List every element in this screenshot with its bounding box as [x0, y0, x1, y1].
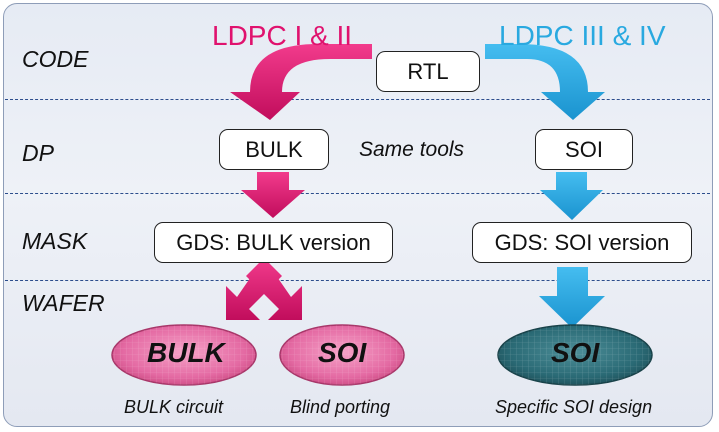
row-label-wafer: WAFER — [22, 290, 105, 316]
divider-mask-wafer — [5, 280, 710, 281]
caption-blind-porting: Blind porting — [290, 397, 391, 417]
soi-box: SOI — [535, 129, 633, 170]
header-ldpc-1-2: LDPC I & II — [212, 20, 353, 51]
down-arrow-right-dp — [540, 172, 603, 220]
gds-soi-box: GDS: SOI version — [472, 222, 692, 263]
curved-arrow-left — [230, 44, 372, 120]
row-label-dp: DP — [22, 140, 54, 166]
row-label-code: CODE — [22, 46, 89, 72]
same-tools-label: Same tools — [359, 138, 465, 161]
down-arrow-right-mask — [539, 267, 605, 328]
row-label-mask: MASK — [22, 228, 88, 254]
caption-bulk-circuit: BULK circuit — [124, 397, 224, 417]
gds-bulk-box: GDS: BULK version — [154, 222, 393, 263]
wafer-text-soi-specific: SOI — [551, 337, 600, 368]
wafer-text-soi-blind: SOI — [318, 337, 367, 368]
header-ldpc-3-4: LDPC III & IV — [499, 20, 666, 51]
curved-arrow-right — [485, 44, 605, 120]
divider-dp-mask — [5, 193, 710, 194]
divider-code-dp — [5, 99, 710, 100]
down-arrow-left-dp — [241, 172, 305, 218]
bulk-box: BULK — [219, 129, 329, 170]
caption-specific-soi: Specific SOI design — [495, 397, 653, 417]
wafer-text-bulk: BULK — [147, 337, 225, 368]
diagonal-arrow-right — [246, 258, 302, 320]
rtl-box: RTL — [376, 51, 480, 92]
